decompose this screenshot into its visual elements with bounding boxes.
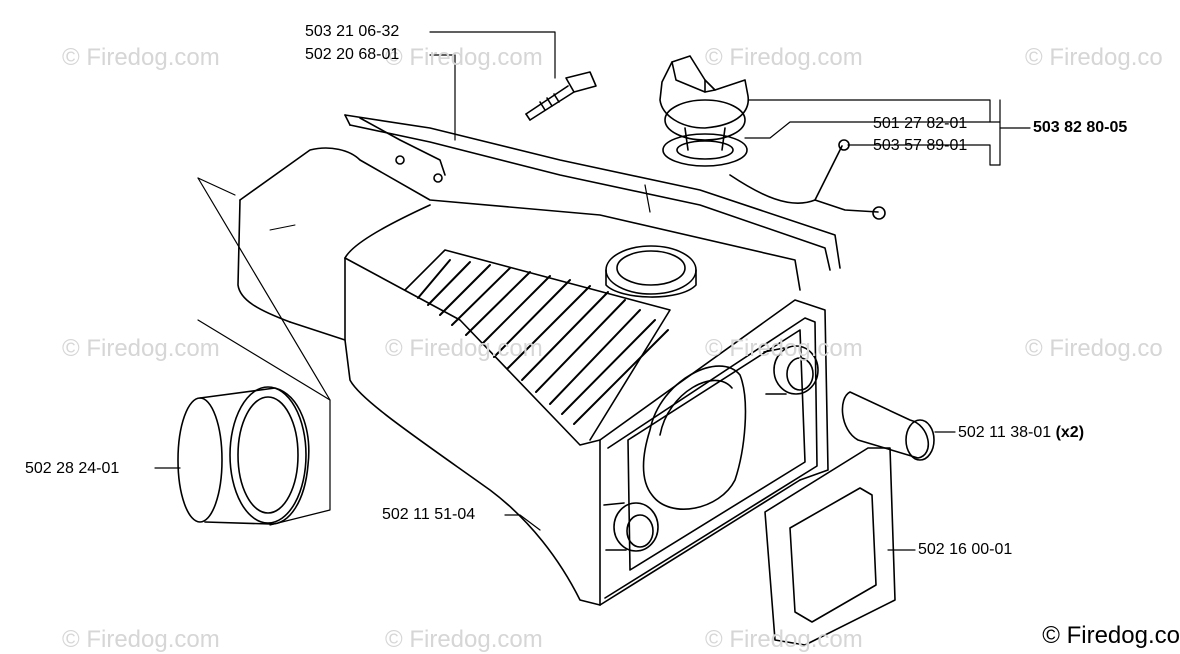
watermark: © Firedog.com [62, 626, 220, 653]
fuel-tank [237, 147, 829, 606]
watermark: © Firedog.com [705, 44, 863, 71]
copyright-notice: © Firedog.co [1042, 622, 1180, 649]
watermark: © Firedog.co [1025, 44, 1163, 71]
tank-strap [344, 114, 841, 271]
watermark: © Firedog.com [705, 626, 863, 653]
watermark: © Firedog.co [1025, 335, 1163, 362]
part-label-gasket[interactable]: 502 16 00-01 [918, 541, 1013, 558]
part-label-cap-kit[interactable]: 503 82 80-05 [1033, 119, 1128, 136]
gasket [764, 447, 896, 646]
part-label-cap-line[interactable]: 503 57 89-01 [873, 137, 968, 154]
part-label-strap[interactable]: 502 20 68-01 [305, 46, 400, 63]
fuel-cap [659, 55, 750, 167]
screw [525, 71, 597, 121]
watermark: © Firedog.com [62, 44, 220, 71]
damper [841, 391, 935, 461]
watermark: © Firedog.com [62, 335, 220, 362]
watermark: © Firedog.com [385, 44, 543, 71]
watermark: © Firedog.com [385, 626, 543, 653]
watermark: © Firedog.com [705, 335, 863, 362]
part-label-damper[interactable]: 502 11 38-01 (x2) [958, 424, 1084, 442]
watermark: © Firedog.com [385, 335, 543, 362]
part-label-cap[interactable]: 501 27 82-01 [873, 115, 968, 132]
part-label-sleeve[interactable]: 502 28 24-01 [25, 460, 120, 477]
part-label-tank[interactable]: 502 11 51-04 [382, 506, 476, 523]
part-label-screw[interactable]: 503 21 06-32 [305, 23, 400, 40]
sleeve-ring [177, 386, 310, 525]
damper-quantity: (x2) [1055, 424, 1085, 441]
damper-part-number: 502 11 38-01 [958, 424, 1052, 441]
